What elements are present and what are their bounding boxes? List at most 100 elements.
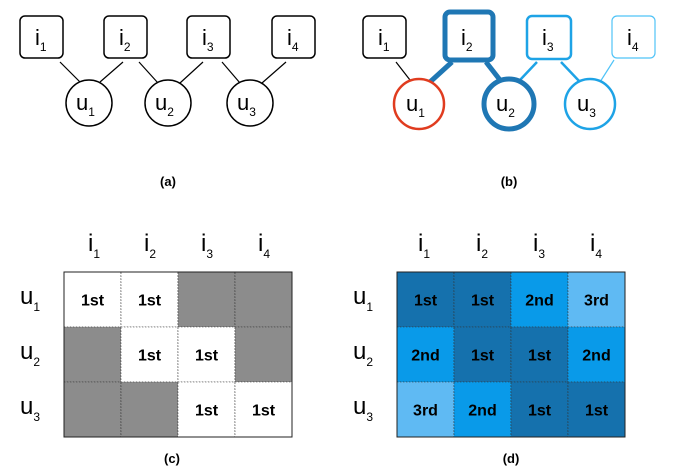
edge-i4-u3 bbox=[599, 59, 615, 83]
svg-text:u3: u3 bbox=[353, 393, 373, 424]
col-header-label: i bbox=[258, 230, 263, 257]
matrix-cell bbox=[177, 271, 236, 328]
matrix-cell-label: 1st bbox=[138, 293, 162, 310]
node-subscript: 2 bbox=[124, 40, 131, 54]
row-header-label: u bbox=[353, 338, 366, 365]
matrix-cell bbox=[567, 271, 626, 328]
node-label: u bbox=[76, 90, 88, 115]
matrix-cell bbox=[63, 381, 122, 438]
svg-text:u2: u2 bbox=[155, 90, 174, 119]
svg-text:i4: i4 bbox=[287, 25, 299, 54]
svg-text:u3: u3 bbox=[20, 393, 40, 424]
svg-text:u3: u3 bbox=[237, 90, 256, 119]
node-label: u bbox=[237, 90, 249, 115]
svg-text:i2: i2 bbox=[144, 230, 156, 261]
node-label: i bbox=[119, 25, 124, 50]
user-node: u1 bbox=[65, 79, 113, 127]
matrix-cell-label: 1st bbox=[195, 403, 219, 420]
user-node: u1 bbox=[392, 77, 446, 131]
matrix-cell-label: 3rd bbox=[413, 403, 438, 420]
svg-text:i4: i4 bbox=[627, 25, 639, 54]
user-node-highlighted: u2 bbox=[481, 76, 537, 132]
row-header-subscript: 3 bbox=[366, 410, 373, 424]
col-header-label: i bbox=[144, 230, 149, 257]
col-header-label: i bbox=[590, 230, 595, 257]
svg-text:i2: i2 bbox=[476, 230, 488, 261]
matrix-cell bbox=[63, 326, 122, 383]
matrix-cell-label: 2nd bbox=[468, 403, 496, 420]
node-label: u bbox=[577, 91, 589, 116]
node-subscript: 1 bbox=[88, 105, 95, 119]
panel-b: i1 i2 i3 i4 u1 u2 u3 (b) bbox=[362, 9, 656, 189]
node-subscript: 2 bbox=[466, 40, 473, 54]
panel-a: i1 i2 i3 i4 u1 u2 u3 (a) bbox=[19, 15, 316, 189]
matrix-cell-label: 1st bbox=[585, 403, 609, 420]
matrix-cell bbox=[63, 271, 122, 328]
matrix-cell-label: 1st bbox=[252, 403, 276, 420]
node-label: i bbox=[202, 25, 207, 50]
edge-i2-u1 bbox=[99, 61, 124, 83]
col-header-subscript: 1 bbox=[93, 247, 100, 261]
item-node: i3 bbox=[186, 15, 231, 59]
node-subscript: 2 bbox=[508, 106, 515, 120]
matrix-cell-label: 2nd bbox=[582, 348, 610, 365]
matrix-cell bbox=[120, 381, 179, 438]
row-header-subscript: 1 bbox=[366, 300, 373, 314]
panel-d-col-headers: i1 i2 i3 i4 bbox=[418, 230, 602, 261]
svg-text:u1: u1 bbox=[353, 283, 373, 314]
row-header-subscript: 3 bbox=[33, 410, 40, 424]
col-header-label: i bbox=[476, 230, 481, 257]
col-header-label: i bbox=[88, 230, 93, 257]
matrix-cell-label: 2nd bbox=[411, 348, 439, 365]
svg-text:i4: i4 bbox=[258, 230, 270, 261]
panel-c-col-headers: i1 i2 i3 i4 bbox=[88, 230, 270, 261]
matrix-cell-label: 1st bbox=[138, 348, 162, 365]
col-header-label: i bbox=[201, 230, 206, 257]
node-label: i bbox=[542, 25, 547, 50]
col-header-subscript: 1 bbox=[423, 247, 430, 261]
node-subscript: 1 bbox=[418, 106, 425, 120]
node-subscript: 3 bbox=[249, 105, 256, 119]
matrix-cell bbox=[396, 271, 455, 328]
caption-a: (a) bbox=[160, 174, 176, 189]
matrix-cell-label: 1st bbox=[471, 293, 495, 310]
matrix-cell bbox=[234, 381, 293, 438]
svg-text:u2: u2 bbox=[353, 338, 373, 369]
item-node: i4 bbox=[611, 15, 656, 59]
node-label: u bbox=[406, 91, 418, 116]
matrix-cell-label: 1st bbox=[528, 403, 552, 420]
edge-i2-u1 bbox=[428, 60, 454, 84]
user-node: u3 bbox=[563, 77, 617, 131]
panel-d-row-headers: u1 u2 u3 bbox=[353, 283, 373, 424]
node-subscript: 4 bbox=[292, 40, 299, 54]
panel-a-edges bbox=[59, 61, 287, 84]
matrix-cell bbox=[120, 326, 179, 383]
svg-text:i3: i3 bbox=[202, 25, 214, 54]
matrix-cell bbox=[510, 271, 569, 328]
row-header-subscript: 1 bbox=[33, 300, 40, 314]
col-header-subscript: 3 bbox=[206, 247, 213, 261]
node-label: i bbox=[35, 25, 40, 50]
node-label: i bbox=[627, 25, 632, 50]
node-label: i bbox=[461, 25, 466, 50]
node-subscript: 2 bbox=[167, 105, 174, 119]
svg-text:i2: i2 bbox=[119, 25, 131, 54]
row-header-label: u bbox=[20, 393, 33, 420]
matrix-cell-label: 1st bbox=[195, 348, 219, 365]
svg-text:i1: i1 bbox=[35, 25, 47, 54]
node-subscript: 1 bbox=[40, 40, 47, 54]
svg-text:i3: i3 bbox=[542, 25, 554, 54]
item-node: i3 bbox=[525, 14, 573, 61]
node-label: u bbox=[496, 91, 508, 116]
matrix-cell-label: 2nd bbox=[525, 293, 553, 310]
svg-text:u1: u1 bbox=[406, 91, 425, 120]
row-header-label: u bbox=[20, 338, 33, 365]
matrix-border bbox=[396, 271, 626, 438]
caption-b: (b) bbox=[501, 174, 518, 189]
row-header-label: u bbox=[353, 283, 366, 310]
matrix-cell bbox=[234, 326, 293, 383]
item-node: i1 bbox=[362, 15, 407, 59]
edge-i2-u2 bbox=[484, 60, 502, 82]
